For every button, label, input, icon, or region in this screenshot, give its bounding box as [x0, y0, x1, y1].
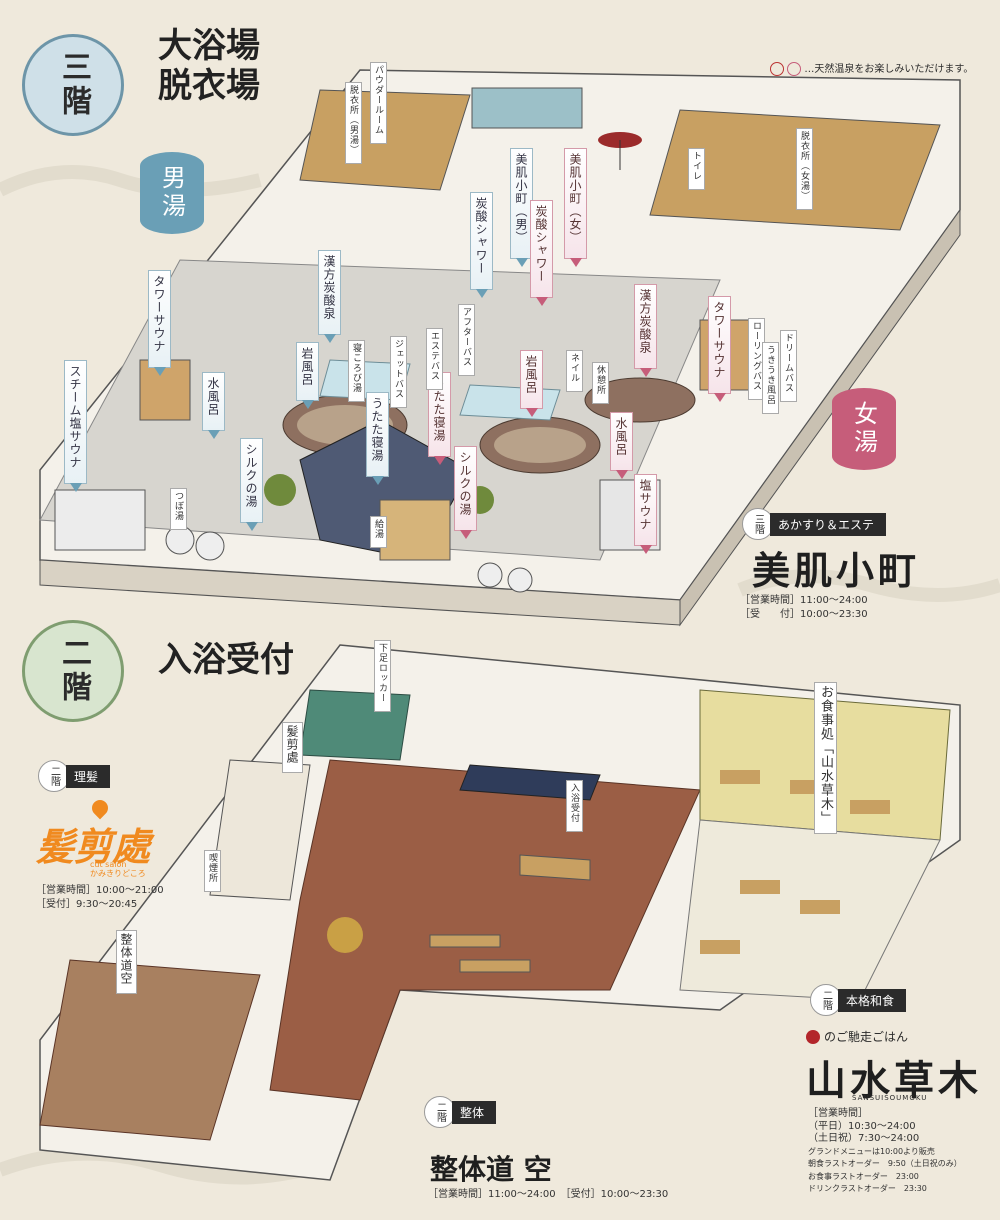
small-label: 休憩所	[592, 362, 609, 404]
barber-sub-1: cut salon	[90, 860, 127, 869]
barber-sub: cut salon かみきりどころ	[90, 860, 146, 878]
small-label: アフターバス	[458, 304, 475, 376]
male-bath-text: 男湯	[157, 165, 186, 221]
hours-line: ［営業時間］10:00〜21:00	[36, 885, 164, 896]
seitai-logo: 整体道 空	[430, 1153, 552, 1186]
hours-line: （平日）10:30〜24:00	[808, 1120, 916, 1132]
small-label: うきうき風呂	[762, 342, 779, 414]
map-label: 入浴受付	[566, 780, 583, 832]
facility-tag: 水風呂	[202, 372, 225, 431]
facility-tag: タワーサウナ	[708, 296, 731, 394]
barber-hours: ［営業時間］10:00〜21:00 ［受付］9:30〜20:45	[36, 884, 164, 912]
hours-line: （土日祝）7:30〜24:00	[808, 1133, 920, 1144]
barber-sub-2: かみきりどころ	[90, 869, 146, 878]
small-label: 寝ころび湯	[348, 340, 365, 402]
facility-tag: 炭酸シャワー	[470, 192, 493, 290]
hours-line: ドリンクラストオーダー 23:30	[808, 1184, 927, 1193]
map-label: 髪剪處	[282, 722, 303, 773]
facility-tag: うたた寝湯	[366, 392, 389, 477]
small-label: ドリームバス	[780, 330, 797, 402]
hot-spring-icon	[770, 62, 784, 76]
map-label: 喫煙所	[204, 850, 221, 892]
shop-biki-logo: 美肌小町	[752, 548, 921, 593]
restaurant-logo: 山水草木	[806, 1057, 982, 1104]
male-bath-label: 男湯	[140, 152, 204, 234]
shop-biki-hours: ［営業時間］11:00〜24:00 ［受 付］10:00〜23:30	[740, 594, 868, 622]
facility-tag: 漢方炭酸泉	[634, 284, 657, 369]
facility-tag: 塩サウナ	[634, 474, 657, 546]
hours-line: ［受付］9:30〜20:45	[36, 899, 138, 910]
restaurant-hours: ［営業時間］ （平日）10:30〜24:00 （土日祝）7:30〜24:00 グ…	[808, 1108, 962, 1196]
restaurant-floor: 二階	[810, 984, 842, 1016]
floor3-title-line2: 脱衣場	[158, 66, 260, 106]
facility-tag: うたた寝湯	[428, 372, 451, 457]
hours-title: ［営業時間］	[808, 1108, 868, 1119]
small-label: ジェットバス	[390, 336, 407, 408]
floor3-title: 大浴場 脱衣場	[158, 26, 260, 106]
floor2-title: 入浴受付	[158, 640, 294, 680]
rice-icon	[806, 1029, 820, 1044]
facility-tag: 漢方炭酸泉	[318, 250, 341, 335]
restaurant-badge: 二階 本格和食	[810, 984, 907, 1016]
floor3-badge-text: 三階	[56, 51, 91, 119]
small-label: パウダールーム	[370, 62, 387, 144]
facility-tag: 美肌小町（男）	[510, 148, 533, 259]
barber-floor: 二階	[38, 760, 70, 792]
restaurant-tagline: のご馳走ごはん	[824, 1030, 909, 1044]
small-label: エステバス	[426, 328, 443, 390]
facility-tag: シルクの湯	[240, 438, 263, 523]
small-label: トイレ	[688, 148, 705, 190]
facility-tag: 岩風呂	[520, 350, 543, 409]
female-bath-label: 女湯	[832, 388, 896, 470]
female-bath-text: 女湯	[849, 401, 878, 457]
floor3-badge: 三階	[22, 34, 124, 136]
barber-badge: 二階 理髪	[38, 760, 111, 792]
restaurant-roman: SANSUISOUMOKU	[852, 1094, 928, 1102]
floor2-badge: 二階	[22, 620, 124, 722]
small-label: つぼ湯	[170, 488, 187, 530]
facility-tag: タワーサウナ	[148, 270, 171, 368]
legend-text: …天然温泉をお楽しみいただけます。	[804, 64, 974, 75]
facility-tag: 岩風呂	[296, 342, 319, 401]
restaurant-tagline-row: のご馳走ごはん	[806, 1028, 908, 1045]
hours-line: ［受 付］10:00〜23:30	[740, 609, 868, 620]
facility-tag: 炭酸シャワー	[530, 200, 553, 298]
seitai-badge: 二階 整体	[424, 1096, 497, 1128]
map-label: 下足ロッカー	[374, 640, 391, 712]
legend: …天然温泉をお楽しみいただけます。	[770, 60, 973, 76]
floor3-map	[39, 69, 961, 627]
floor2-map	[39, 644, 961, 1181]
shop-biki-category: あかすり＆エステ	[770, 512, 887, 536]
hot-spring-icon-2	[787, 62, 802, 76]
barber-category: 理髪	[66, 764, 111, 788]
floor3-title-line1: 大浴場	[158, 26, 260, 66]
hours-line: お食事ラストオーダー 23:00	[808, 1171, 919, 1181]
facility-tag: シルクの湯	[454, 446, 477, 531]
hours-line: グランドメニューは10:00より販売	[808, 1146, 935, 1156]
seitai-category: 整体	[452, 1100, 497, 1124]
seitai-hours: ［営業時間］11:00〜24:00 ［受付］10:00〜23:30	[428, 1189, 669, 1200]
small-label: 給湯	[370, 516, 387, 548]
hours-line: ［営業時間］11:00〜24:00	[740, 595, 868, 606]
floor2-badge-text: 二階	[56, 637, 91, 705]
facility-tag: 水風呂	[610, 412, 633, 471]
restaurant-category: 本格和食	[838, 988, 907, 1012]
hours-line: 朝食ラストオーダー 9:50（土日祝のみ）	[808, 1159, 962, 1168]
facility-tag: 美肌小町（女）	[564, 148, 587, 259]
shop-biki-badge: 三階 あかすり＆エステ	[742, 508, 887, 540]
small-label: 脱衣所（男湯）	[345, 82, 362, 164]
map-label: 整体道空	[116, 930, 137, 994]
small-label: 脱衣所（女湯）	[796, 128, 813, 210]
map-label: お食事処「山水草木」	[814, 682, 837, 834]
barber-logo: 髪剪處	[36, 824, 151, 869]
facility-tag: スチーム塩サウナ	[64, 360, 87, 484]
small-label: ネイル	[566, 350, 583, 392]
